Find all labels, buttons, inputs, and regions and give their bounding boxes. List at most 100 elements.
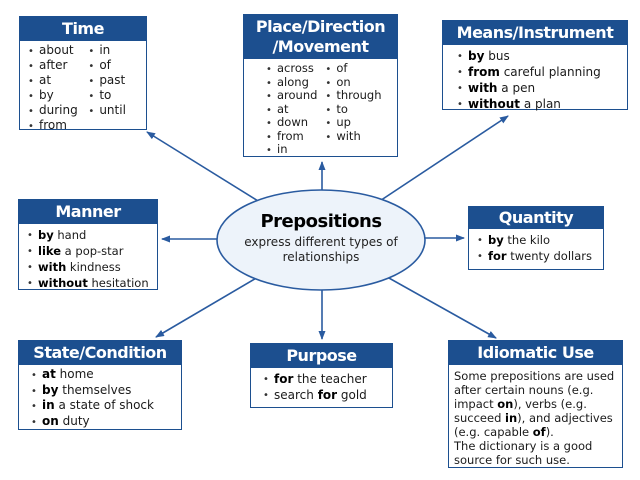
text-segment: ). [545,425,554,439]
box-purpose: Purpose for the teacher search for gold [250,343,393,408]
box-quantity-title: Quantity [469,207,603,229]
list-item: up [323,115,381,129]
box-means-list: by bus from careful planning with a pen … [443,45,627,114]
place-column-2: of on through to up with [323,61,381,157]
box-purpose-title: Purpose [251,344,392,368]
box-time: Time about after at by during from in of… [19,16,147,134]
text-segment: hand [53,228,87,242]
list-item: around [264,88,323,102]
box-place-title: Place/Direction /Movement [244,15,397,59]
preposition: for [488,249,507,263]
list-item: to [86,88,126,104]
list-item: by [26,88,86,104]
list-item: by the kilo [475,232,599,249]
box-idiomatic-title: Idiomatic Use [449,341,622,365]
list-item: for the teacher [261,371,388,388]
list-item: like a pop-star [25,243,153,260]
center-title: Prepositions [260,211,382,232]
preposition: without [38,276,88,290]
text-segment: a plan [520,97,561,111]
list-item: during [26,103,86,119]
list-item: by themselves [29,383,177,399]
preposition: by [42,382,59,397]
preposition: by [488,233,504,247]
list-item: by bus [455,48,623,65]
list-item: until [86,103,126,119]
preposition: without [468,97,521,111]
box-quantity: Quantity by the kilo for twenty dollars [468,206,604,270]
list-item: in [86,43,126,59]
preposition: in [42,398,55,412]
list-item: of [86,58,126,74]
text-segment: kindness [66,260,121,274]
text-segment: a pen [497,81,536,95]
box-manner-list: by hand like a pop-star with kindness wi… [19,224,157,293]
preposition: on [497,397,514,411]
list-item: without a plan [455,96,623,113]
text-segment: gold [337,388,367,402]
text-segment: the kilo [503,233,551,247]
place-column-1: across along around at down from in [264,61,323,156]
text-segment: careful planning [499,65,601,79]
preposition: with [468,81,498,95]
box-time-list: about after at by during from in of past… [20,41,146,135]
box-idiomatic: Idiomatic Use Some prepositions are used… [448,340,623,468]
list-item: by hand [25,227,153,244]
list-item: from careful planning [455,64,623,81]
text-segment: hesitation [87,276,149,290]
text-segment: search [274,388,318,402]
box-manner: Manner by hand like a pop-star with kind… [18,199,158,293]
preposition: by [38,228,54,242]
preposition: with [38,260,67,274]
list-item: at home [29,367,177,383]
list-item: in [264,142,323,156]
box-quantity-list: by the kilo for twenty dollars [469,229,603,266]
list-item: through [323,88,381,102]
text-segment: Some prepositions are used after certain… [454,369,615,411]
list-item: down [264,115,323,129]
preposition: for [274,372,294,386]
time-column-1: about after at by during from [26,43,86,134]
preposition: at [42,367,56,381]
box-state-title: State/Condition [19,341,181,365]
box-purpose-list: for the teacher search for gold [251,368,392,405]
list-item: across [264,61,323,75]
box-state-list: at home by themselves in a state of shoc… [19,365,181,431]
preposition: by [468,49,485,63]
text-segment: bus [484,49,510,63]
box-means-title: Means/Instrument [443,21,627,45]
list-item: with [323,129,381,143]
list-item: about [26,43,86,59]
list-item: for twenty dollars [475,248,599,265]
list-item: with kindness [25,259,153,276]
box-place-list: across along around at down from in of o… [244,59,397,159]
preposition: on [42,413,59,428]
center-subtitle: express different types of relationships [244,235,398,264]
center-ellipse [216,189,426,291]
list-item: on duty [29,414,177,430]
text-segment: themselves [58,382,132,397]
list-item: at [26,73,86,89]
text-segment: a state of shock [54,398,154,412]
list-item: of [323,61,381,75]
text-segment: ), verbs (e.g. succeed [454,397,587,425]
list-item: from [264,129,323,143]
list-item: search for gold [261,387,388,404]
text-segment: a pop-star [61,244,124,258]
preposition: like [38,244,62,258]
list-item: with a pen [455,80,623,97]
list-item: on [323,75,381,89]
idiomatic-paragraph-2: The dictionary is a good source for such… [454,439,593,467]
text-segment: twenty dollars [506,249,592,263]
list-item: along [264,75,323,89]
box-state: State/Condition at home by themselves in… [18,340,182,430]
list-item: from [26,118,86,134]
box-means: Means/Instrument by bus from careful pla… [442,20,628,113]
preposition: for [317,388,338,402]
box-time-title: Time [20,17,146,41]
list-item: in a state of shock [29,398,177,414]
preposition: of [532,425,546,439]
text-segment: duty [58,413,90,428]
